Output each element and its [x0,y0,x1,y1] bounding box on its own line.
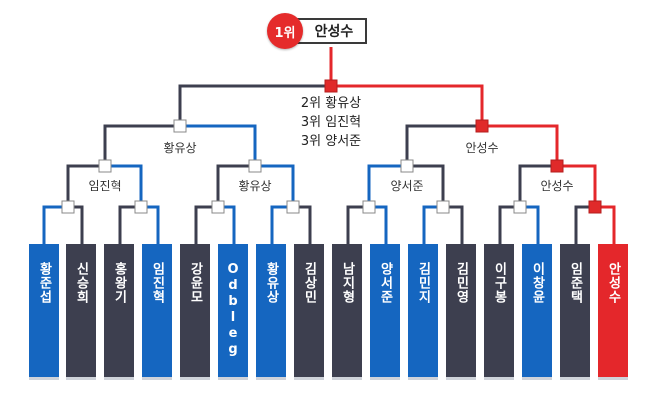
winner-path-node [550,159,564,173]
summary-third-place-2: 3위 양서준 [301,134,361,149]
player-card: Odbleg [218,244,248,380]
player-name: 황유상 [263,262,279,304]
match-node [286,200,300,214]
champion-name: 안성수 [297,18,367,44]
connector-line [178,84,325,120]
match-node [61,200,75,214]
connector-line [42,205,62,244]
player-name: 양서준 [377,262,393,304]
connector-line [111,164,143,201]
quarterfinal-winner-2: 황유상 [238,179,271,193]
connector-line [422,205,437,244]
player-card: 이창윤 [522,244,552,380]
player-card: 강윤모 [180,244,210,380]
champion-banner: 1위 안성수 [267,13,367,49]
player-card: 임진혁 [142,244,172,380]
connector-line [488,124,559,160]
player-card: 황유상 [256,244,286,380]
player-name: Odbleg [225,262,241,358]
match-node [173,119,187,133]
player-card: 홍왕기 [104,244,134,380]
connector-line [74,205,84,244]
connector-line [449,205,464,244]
winner-path-node [588,200,602,214]
semifinal-winner-left: 황유상 [163,141,196,155]
connector-line [601,205,616,244]
player-name: 황준섭 [36,262,52,304]
match-node [362,200,376,214]
quarterfinal-winner-4: 안성수 [540,179,573,193]
winner-path-node [475,119,489,133]
match-node [513,200,527,214]
connector-line [224,205,236,244]
connector-line [526,205,540,244]
player-name: 김민지 [415,262,431,304]
match-node [134,200,148,214]
player-list: 황준섭 신승희 홍왕기 임진혁 강윤모 Odbleg 황유상 김상민 남지형 양서준 김민지 김민영 이… [29,244,635,380]
player-card: 남지형 [332,244,362,380]
player-card: 안성수 [598,244,628,380]
player-name: 홍왕기 [111,262,127,304]
bracket-lines [42,47,616,244]
player-card: 황준섭 [29,244,59,380]
summary-second-place: 2위 황유상 [301,96,361,111]
connector-line [346,205,363,244]
connector-line [405,124,476,160]
connector-line [103,124,174,160]
semifinal-winner-right: 안성수 [465,141,498,155]
connector-line [270,205,287,244]
player-card: 김민지 [408,244,438,380]
winner-path-node [324,79,338,93]
champion-rank-badge: 1위 [267,13,303,49]
quarterfinal-winner-3: 양서준 [390,179,423,193]
player-name: 임준택 [567,262,583,304]
connector-line [118,205,135,244]
connector-line [375,205,388,244]
summary-third-place-1: 3위 임진혁 [301,115,361,130]
match-node [400,159,414,173]
quarterfinal-winner-1: 임진혁 [88,179,121,193]
player-card: 양서준 [370,244,400,380]
connector-line [498,205,514,244]
player-card: 김상민 [294,244,324,380]
player-name: 신승희 [73,262,89,304]
player-card: 김민영 [446,244,476,380]
player-name: 임진혁 [149,262,165,304]
player-card: 이구봉 [484,244,514,380]
connector-line [337,84,484,120]
connector-line [194,205,212,244]
match-node [248,159,262,173]
player-card: 신승희 [66,244,96,380]
player-name: 안성수 [605,262,621,304]
match-nodes [61,79,602,214]
player-name: 이창윤 [529,262,545,304]
player-name: 김민영 [453,262,469,304]
connector-line [518,164,551,201]
connector-line [147,205,160,244]
player-card: 임준택 [560,244,590,380]
match-node [211,200,225,214]
connector-line [66,164,99,201]
match-node [436,200,450,214]
player-name: 김상민 [301,262,317,304]
bracket-labels: 황유상 안성수 임진혁 황유상 양서준 안성수 2위 황유상 3위 임진혁 3위… [88,96,573,193]
connector-line [186,124,257,160]
match-node [98,159,112,173]
connector-line [299,205,312,244]
connector-line [367,164,401,201]
player-name: 남지형 [339,262,355,304]
connector-line [261,164,295,201]
connector-line [413,164,445,201]
player-name: 이구봉 [491,262,507,304]
connector-line [563,164,597,201]
connector-line [574,205,589,244]
player-name: 강윤모 [187,262,203,304]
connector-line [216,164,249,201]
